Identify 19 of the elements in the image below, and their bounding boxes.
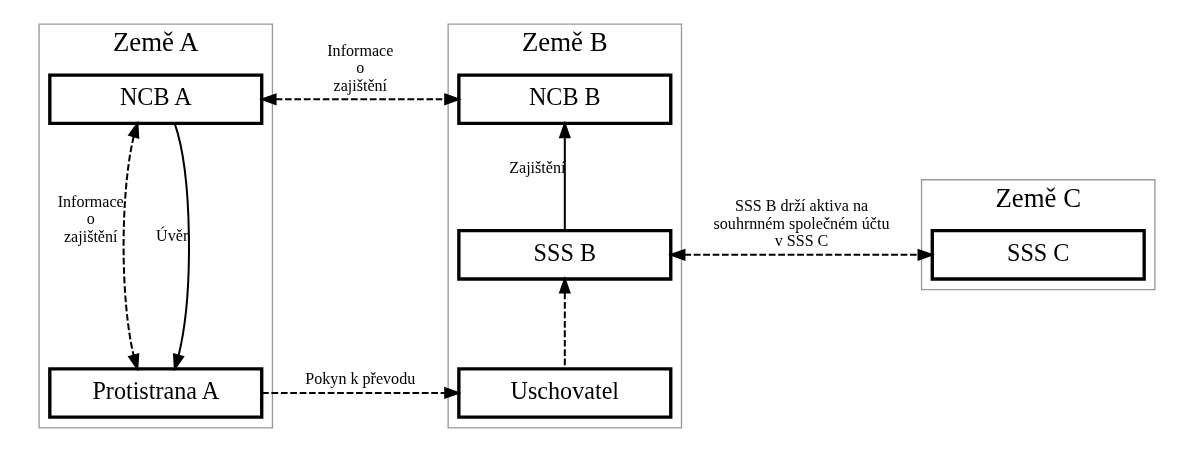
node-box: Uschovatel	[457, 367, 673, 419]
edge-label: Informace o zajištění	[327, 41, 394, 94]
arrow	[262, 386, 462, 400]
arrow	[558, 120, 571, 231]
node-box: SSS B	[457, 229, 673, 281]
edge-label: Pokyn k převodu	[305, 370, 416, 388]
arrow	[259, 93, 462, 106]
arrow	[122, 120, 140, 372]
edge-label: SSS B drží aktiva na souhrnném společném účtu v SSS C	[713, 197, 890, 250]
arrow	[668, 248, 935, 261]
node-box: NCB A	[48, 73, 264, 126]
edge-label: Zajištění	[509, 158, 566, 176]
node-box: Protistrana A	[48, 367, 264, 419]
edge-label: Informace o zajištění	[57, 192, 124, 245]
edge-label: Úvěr	[156, 227, 189, 245]
node-box: SSS C	[930, 229, 1146, 281]
arrow	[558, 276, 571, 369]
arrow	[172, 123, 190, 372]
node-box: NCB B	[457, 73, 673, 126]
